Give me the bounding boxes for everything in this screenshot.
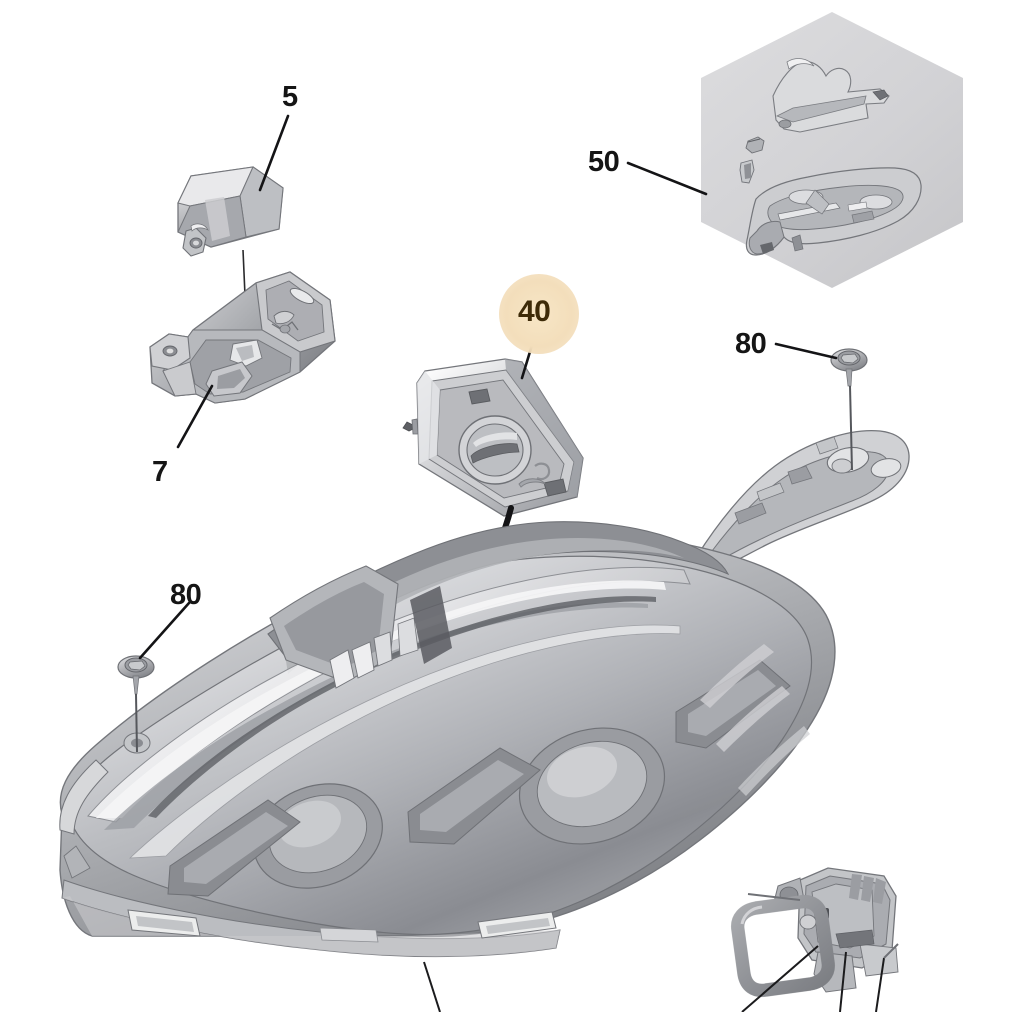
callout-label-50[interactable]: 50 bbox=[588, 146, 620, 178]
callout-label-40-highlighted[interactable]: 40 bbox=[518, 295, 551, 328]
leader-5 bbox=[258, 114, 290, 192]
housing-mounting-tab-center bbox=[477, 911, 557, 939]
connector-leader-lines bbox=[741, 893, 899, 1012]
detail-hexagon-panel bbox=[701, 12, 963, 288]
leader-50 bbox=[626, 161, 708, 196]
hex-part-small-screw bbox=[745, 136, 765, 154]
part-7-module-mounting-bracket bbox=[149, 271, 336, 404]
part-5-control-module-cover bbox=[177, 166, 284, 257]
hex-part-bracket-tab bbox=[739, 159, 755, 184]
callout-label-80-right[interactable]: 80 bbox=[735, 328, 767, 360]
ballast-connector-module bbox=[773, 867, 899, 993]
hex-part-retainer-clip bbox=[772, 58, 890, 133]
gasket-seal-ring bbox=[730, 894, 836, 998]
callout-label-5[interactable]: 5 bbox=[282, 81, 298, 113]
leader-7 bbox=[176, 384, 214, 449]
projector-lens-high-beam bbox=[518, 727, 666, 845]
hex-part-main-bracket bbox=[745, 167, 922, 256]
housing-mounting-tab-left bbox=[127, 909, 201, 937]
callout-label-80-left[interactable]: 80 bbox=[170, 579, 202, 611]
leader-80-left bbox=[138, 601, 191, 660]
leader-80-right bbox=[774, 342, 838, 360]
part-7-spring-clip bbox=[271, 310, 299, 334]
leader-housing-bottom bbox=[423, 961, 441, 1012]
callout-label-7[interactable]: 7 bbox=[152, 456, 168, 488]
headlamp-main-assembly bbox=[59, 429, 910, 958]
part-80-screw-right bbox=[830, 348, 868, 471]
part-40-bulb-access-cover bbox=[402, 358, 584, 517]
highlight-blob-40 bbox=[499, 274, 579, 354]
projector-lens-low-beam bbox=[253, 783, 383, 889]
part-80-screw-left bbox=[117, 655, 155, 753]
